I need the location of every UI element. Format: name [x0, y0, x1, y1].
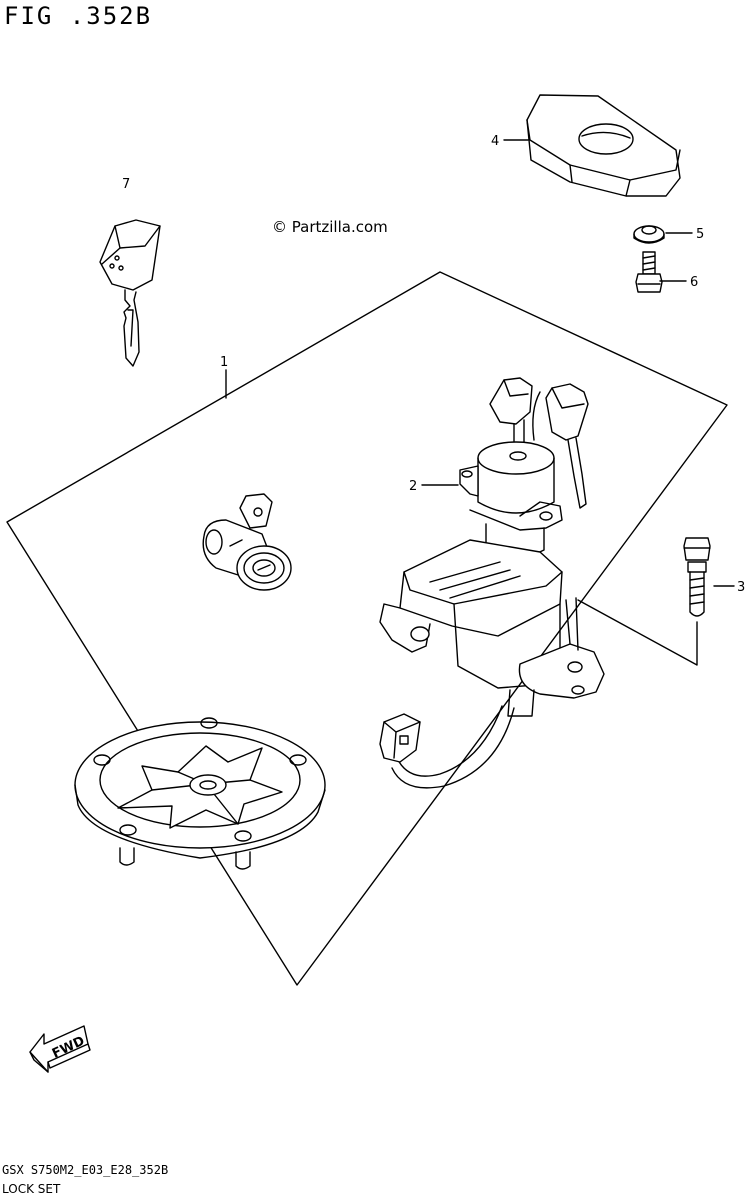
- watermark: © Partzilla.com: [272, 218, 388, 236]
- figure-code: GSX S750M2_E03_E28_352B: [2, 1163, 169, 1177]
- lock-set-outline: [6, 271, 728, 986]
- figure-name: LOCK SET: [2, 1182, 61, 1196]
- screw-part[interactable]: [635, 251, 663, 293]
- callout-number-4: 4: [491, 134, 499, 149]
- callout-number-6: 6: [690, 275, 698, 290]
- callout-number-1: 1: [220, 355, 228, 370]
- washer-part[interactable]: [633, 225, 665, 244]
- cover-part[interactable]: [526, 94, 681, 197]
- fuel-cap-part[interactable]: [74, 717, 326, 870]
- callout-number-3: 3: [737, 580, 745, 595]
- callout-number-5: 5: [696, 227, 704, 242]
- seat-lock-part[interactable]: [202, 493, 292, 591]
- forward-arrow-icon: FWD: [29, 1025, 91, 1073]
- ignition-switch-part[interactable]: [379, 377, 605, 789]
- callout-number-7: 7: [122, 177, 130, 192]
- ignition-bolt-part[interactable]: [577, 537, 711, 666]
- key-part[interactable]: [99, 219, 161, 367]
- figure-title: FIG .352B: [4, 2, 153, 30]
- callout-number-2: 2: [409, 479, 417, 494]
